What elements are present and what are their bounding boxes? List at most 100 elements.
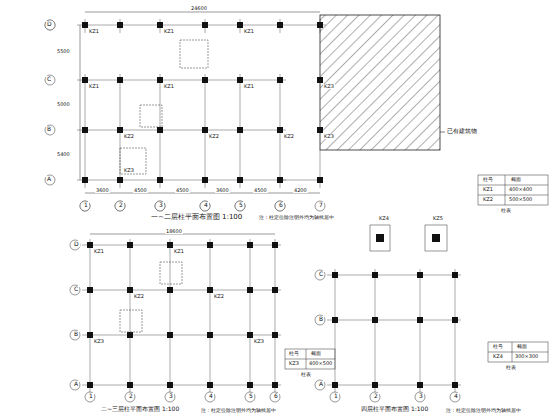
- column-symbol: [87, 242, 93, 248]
- plan-label: 四层柱平面布置图 1:100: [360, 406, 429, 412]
- column-symbol: [272, 287, 278, 293]
- column-symbol: [272, 382, 278, 388]
- column-symbol: [417, 317, 423, 323]
- column-symbol: [127, 382, 133, 388]
- grid-line: [210, 239, 211, 393]
- axis-bubble: [315, 315, 325, 325]
- plan-label: 柱表: [500, 208, 512, 213]
- axis-bubble: [70, 285, 80, 295]
- plan-label: 柱号: [492, 344, 504, 349]
- plan-label: 18600: [165, 229, 183, 234]
- plan-label: KZ1: [243, 84, 255, 89]
- axis-bubble: [155, 201, 165, 211]
- plan-label: KZ1: [163, 84, 175, 89]
- axis-bubble: [270, 392, 280, 402]
- column-symbol: [87, 382, 93, 388]
- column-symbol: [317, 77, 323, 83]
- plan-label: KZ1: [88, 29, 100, 34]
- plan-label: 1: [88, 393, 94, 399]
- plan-label: KZ2: [208, 134, 220, 139]
- plan-label: 注：柱定位除注明外均为轴线居中: [445, 408, 522, 413]
- plan-label: C: [46, 76, 52, 82]
- column-symbol: [117, 177, 123, 183]
- plan-label: 1: [83, 202, 89, 208]
- plan-label: 2: [128, 393, 134, 399]
- column-symbol: [117, 77, 123, 83]
- column-symbol: [452, 382, 458, 388]
- column-symbol: [117, 22, 123, 28]
- grid-line: [335, 269, 336, 393]
- grid-line: [455, 269, 456, 393]
- plan-label: 7: [318, 202, 324, 208]
- plan-label: 3: [418, 393, 424, 399]
- axis-bubble: [205, 392, 215, 402]
- column-symbol: [237, 177, 243, 183]
- plan-label: 4: [453, 393, 459, 399]
- plan-label: 5500: [56, 49, 71, 54]
- plan-label: KZ1: [93, 249, 105, 254]
- plan-label: 截面: [510, 177, 522, 182]
- column-symbol: [372, 317, 378, 323]
- axis-bubble: [45, 125, 55, 135]
- column-symbol: [207, 287, 213, 293]
- plan-label: 5000: [56, 102, 71, 107]
- grid-line: [327, 320, 461, 321]
- plan-label: 3: [158, 202, 164, 208]
- plan-label: KZ3: [288, 361, 300, 366]
- column-symbol: [272, 242, 278, 248]
- plan-label: 截面: [516, 344, 528, 349]
- plan-label: 3600: [95, 188, 110, 193]
- column-symbol: [127, 332, 133, 338]
- axis-bubble: [315, 380, 325, 390]
- column-symbol: [202, 22, 208, 28]
- axis-bubble: [155, 201, 165, 211]
- column-symbol: [207, 382, 213, 388]
- column-symbol: [157, 22, 163, 28]
- plan-label: A: [46, 176, 52, 182]
- plan-label: KZ3: [93, 339, 105, 344]
- column-symbol: [82, 177, 88, 183]
- plan-label: B: [318, 316, 324, 322]
- grid-line: [90, 239, 91, 393]
- plan-label: KZ3: [123, 168, 135, 173]
- column-symbol: [372, 382, 378, 388]
- plan-label: 已有建筑物: [446, 128, 478, 134]
- grid-line: [327, 385, 461, 386]
- plan-label: B: [73, 331, 79, 337]
- plan-label: 5: [248, 393, 254, 399]
- plan-label: KZ2: [133, 294, 145, 299]
- axis-bubble: [315, 270, 325, 280]
- plan-label: A: [73, 381, 79, 387]
- column-symbol: [277, 177, 283, 183]
- plan-label: KZ3: [323, 134, 335, 139]
- column-symbol: [277, 22, 283, 28]
- column-symbol: [82, 77, 88, 83]
- column-symbol: [167, 287, 173, 293]
- column-symbol: [167, 242, 173, 248]
- axis-bubble: [245, 392, 255, 402]
- column-symbol: [332, 382, 338, 388]
- axis-bubble: [45, 20, 55, 30]
- plan-label: 400×400: [508, 187, 533, 192]
- column-symbol: [247, 242, 253, 248]
- column-symbol: [317, 22, 323, 28]
- plan-label: 柱号: [482, 177, 494, 182]
- plan-label: 4500: [175, 188, 190, 193]
- plan-label: KZ5: [432, 216, 444, 221]
- axis-bubble: [415, 392, 425, 402]
- axis-bubble: [450, 392, 460, 402]
- plan-label: 1: [333, 393, 339, 399]
- plan-label: KZ1: [88, 84, 100, 89]
- plan-label: 注：柱定位除注明外均为轴线居中: [200, 408, 277, 413]
- column-symbol: [417, 272, 423, 278]
- column-symbol: [202, 177, 208, 183]
- column-symbol: [277, 77, 283, 83]
- plan-label: 2: [118, 202, 124, 208]
- column-symbol: [372, 272, 378, 278]
- column-symbol: [317, 127, 323, 133]
- axis-bubble: [370, 392, 380, 402]
- column-section: [376, 234, 384, 242]
- axis-bubble: [45, 175, 55, 185]
- column-symbol: [207, 332, 213, 338]
